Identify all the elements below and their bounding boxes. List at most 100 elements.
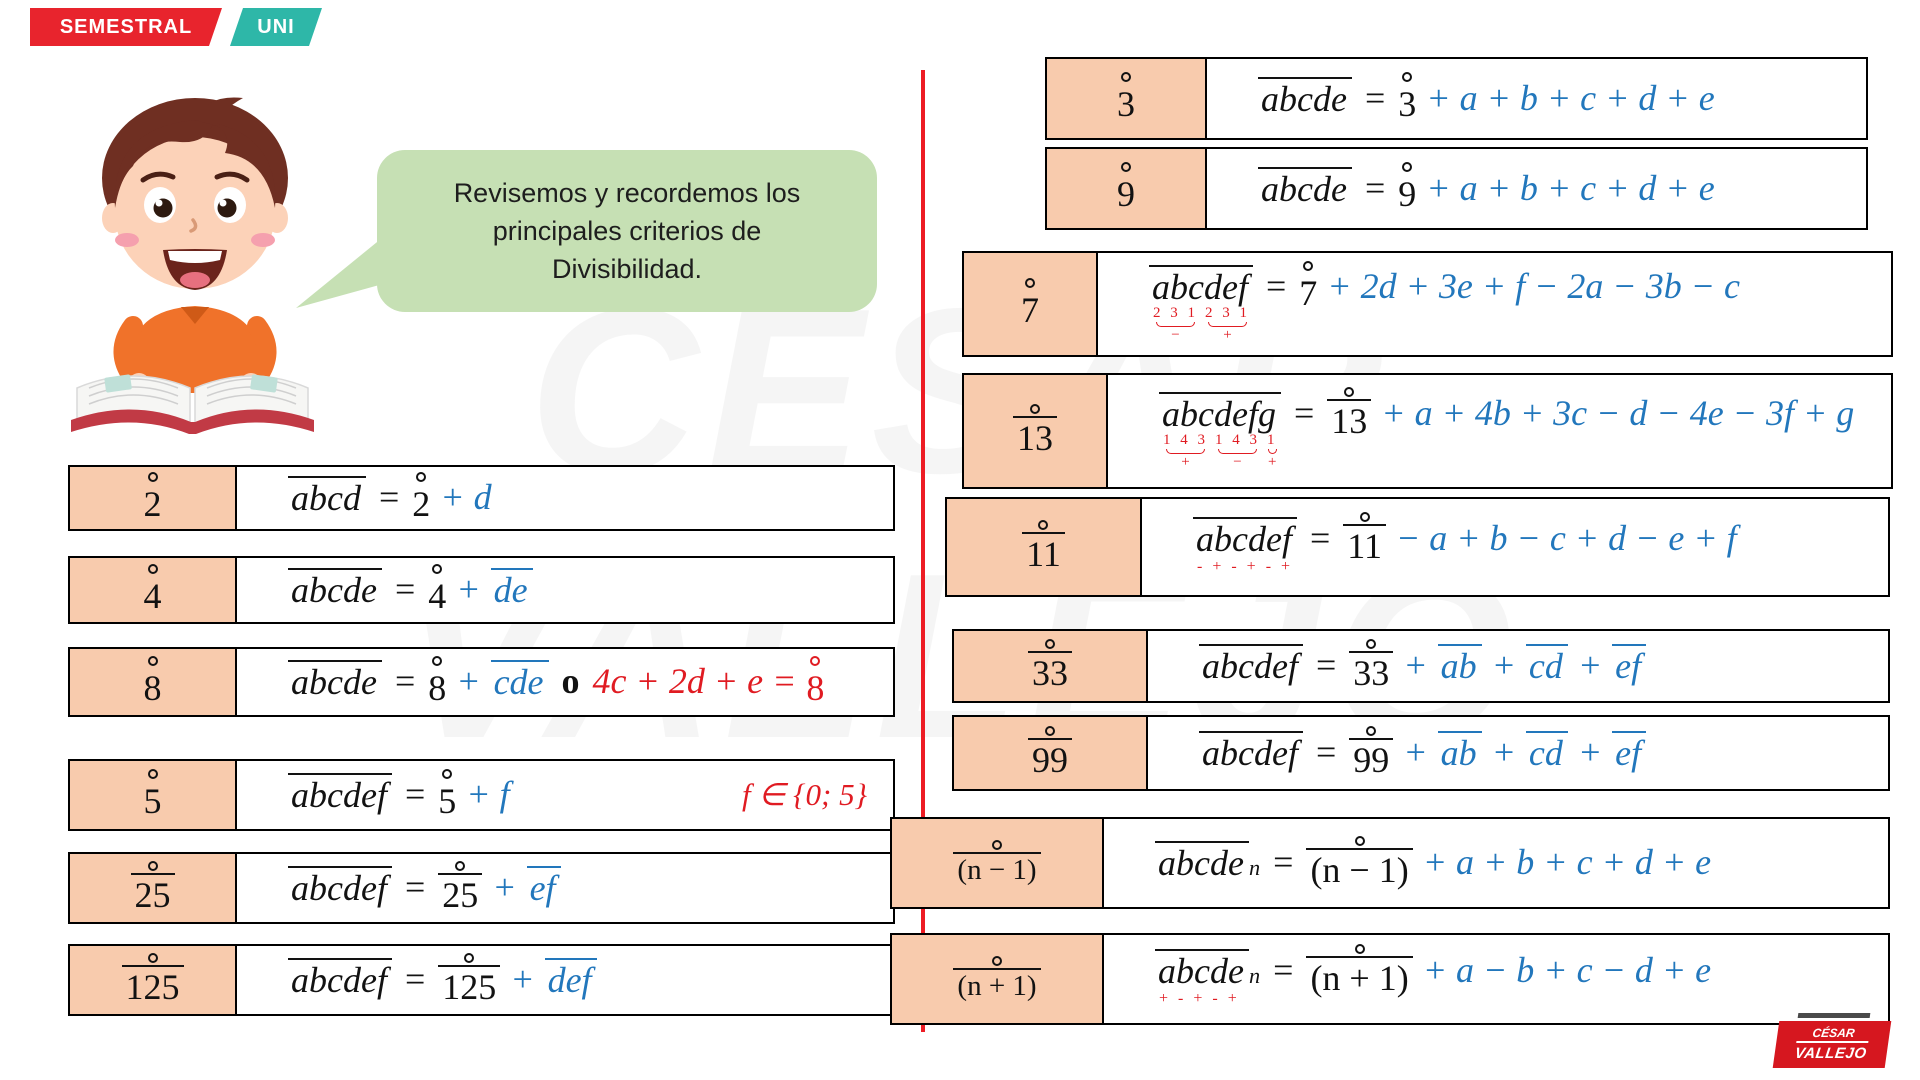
divisor-badge: 125 xyxy=(70,946,237,1014)
base-subscript: n xyxy=(1248,855,1261,881)
multiple-of-notation: (n + 1) xyxy=(953,955,1041,1002)
multiple-ring-icon xyxy=(147,563,158,574)
math-operator: = xyxy=(1265,266,1287,307)
math-operator: = xyxy=(1293,393,1315,434)
math-term: ef xyxy=(526,866,561,909)
math-operator: = xyxy=(1309,518,1331,559)
math-term: + xyxy=(456,569,480,610)
coefficient-annotation: 1 4 3+1 4 3−1+ xyxy=(1163,431,1285,471)
divisor-badge: 2 xyxy=(70,467,237,529)
math-term: abcde xyxy=(1258,166,1352,210)
math-term-text: + a + 4b + 3c − d − 4e − 3f + g xyxy=(1381,393,1855,434)
math-operator: = xyxy=(404,867,426,908)
multiple-ring-icon xyxy=(147,655,158,666)
math-term: ef xyxy=(1612,731,1647,774)
math-term-text: abcde xyxy=(288,568,382,611)
multiple-ring-icon xyxy=(991,955,1002,966)
math-term-text: + a + b + c + d + e xyxy=(1426,167,1715,208)
math-term-text: abcdefg xyxy=(1159,392,1281,435)
logo-top-strip xyxy=(1797,1013,1871,1018)
coefficients: 1 4 3 xyxy=(1215,431,1260,448)
math-term: − a + b − c + d − e + f xyxy=(1396,518,1737,559)
math-term: + f xyxy=(466,774,509,815)
math-term-text: cd xyxy=(1525,731,1568,774)
divisor-badge: 7 xyxy=(964,253,1098,355)
multiple-ring-icon xyxy=(147,768,158,779)
brace-group: 2 3 1− xyxy=(1153,305,1198,344)
math-term-text: + d xyxy=(440,477,492,518)
multiple-ring-icon xyxy=(1359,511,1370,522)
divisor-badge: 9 xyxy=(1047,149,1207,228)
coefficient-annotation: + - + - + xyxy=(1159,989,1240,1007)
math-term: cd xyxy=(1525,731,1568,774)
constraint-note: f ∈ {0; 5} xyxy=(742,777,867,812)
multiple-of-notation: 25 xyxy=(438,860,483,915)
divisor-badge: 3 xyxy=(1047,59,1207,138)
multiple-of-notation: 11 xyxy=(1022,519,1065,574)
math-term: abcdef- + - + - + xyxy=(1193,517,1297,575)
logo-flag: CÉSAR VALLEJO xyxy=(1772,1021,1892,1068)
math-term-text: + xyxy=(492,867,517,908)
brace-group: 1 4 3+ xyxy=(1163,432,1208,471)
divisor-badge: 33 xyxy=(954,631,1148,701)
multiple-ring-icon xyxy=(1366,638,1377,649)
math-term-text: + a + b + c + d + e xyxy=(1422,842,1712,883)
formula-cell: abcdef=99+ab+cd+ef xyxy=(1148,717,1888,789)
formula-cell: abcdef=33+ab+cd+ef xyxy=(1148,631,1888,701)
math-term: abcdef xyxy=(1199,644,1303,687)
multiple-value: 8 xyxy=(143,667,162,708)
multiple-of-notation: 4 xyxy=(428,563,446,616)
multiple-value: 33 xyxy=(1349,650,1394,693)
math-term: + xyxy=(1492,732,1516,773)
formula-cell: abcde=9+ a + b + c + d + e xyxy=(1207,149,1866,228)
math-term: + 2d + 3e + f − 2a − 3b − c xyxy=(1327,266,1740,307)
multiple-ring-icon xyxy=(1121,162,1131,173)
multiple-value: 7 xyxy=(1299,272,1318,313)
multiple-ring-icon xyxy=(1354,943,1365,954)
math-term-text: abcdef xyxy=(1149,265,1253,308)
multiple-value: 125 xyxy=(438,964,501,1007)
multiple-ring-icon xyxy=(1045,638,1055,649)
multiple-value: 25 xyxy=(130,872,175,915)
multiple-ring-icon xyxy=(432,655,443,666)
math-term-text: − a + b − c + d − e + f xyxy=(1395,518,1737,559)
math-term-text: + xyxy=(1403,732,1428,773)
multiple-of-notation: (n + 1) xyxy=(1306,943,1413,998)
multiple-ring-icon xyxy=(442,768,453,779)
multiple-ring-icon xyxy=(1354,835,1365,846)
multiple-value: 4 xyxy=(143,575,162,616)
math-term-text: + xyxy=(456,661,481,702)
multiple-ring-icon xyxy=(1030,403,1040,414)
math-term: abcdef xyxy=(1199,731,1303,774)
multiple-value: 25 xyxy=(438,872,483,915)
math-term: + xyxy=(510,959,534,1000)
divisor-badge: 4 xyxy=(70,558,237,622)
math-term: cde xyxy=(490,660,549,703)
math-term-text: + xyxy=(510,959,535,1000)
multiple-value: 33 xyxy=(1028,650,1072,693)
multiple-value: 3 xyxy=(1398,84,1417,125)
multiple-value: 9 xyxy=(1398,174,1417,215)
math-term: abcdef xyxy=(288,958,392,1001)
math-term-text: + xyxy=(456,569,481,610)
math-term: abcde xyxy=(288,568,382,611)
coefficient-annotation: - + - + - + xyxy=(1197,557,1294,575)
multiple-value: (n + 1) xyxy=(953,967,1041,1002)
math-operator: = xyxy=(394,569,416,610)
multiple-value: 13 xyxy=(1327,398,1372,441)
multiple-ring-icon xyxy=(1402,162,1413,173)
math-term: + a − b + c − d + e xyxy=(1423,950,1711,991)
math-term-text: cd xyxy=(1525,644,1568,687)
math-term: abcde xyxy=(1258,76,1352,120)
